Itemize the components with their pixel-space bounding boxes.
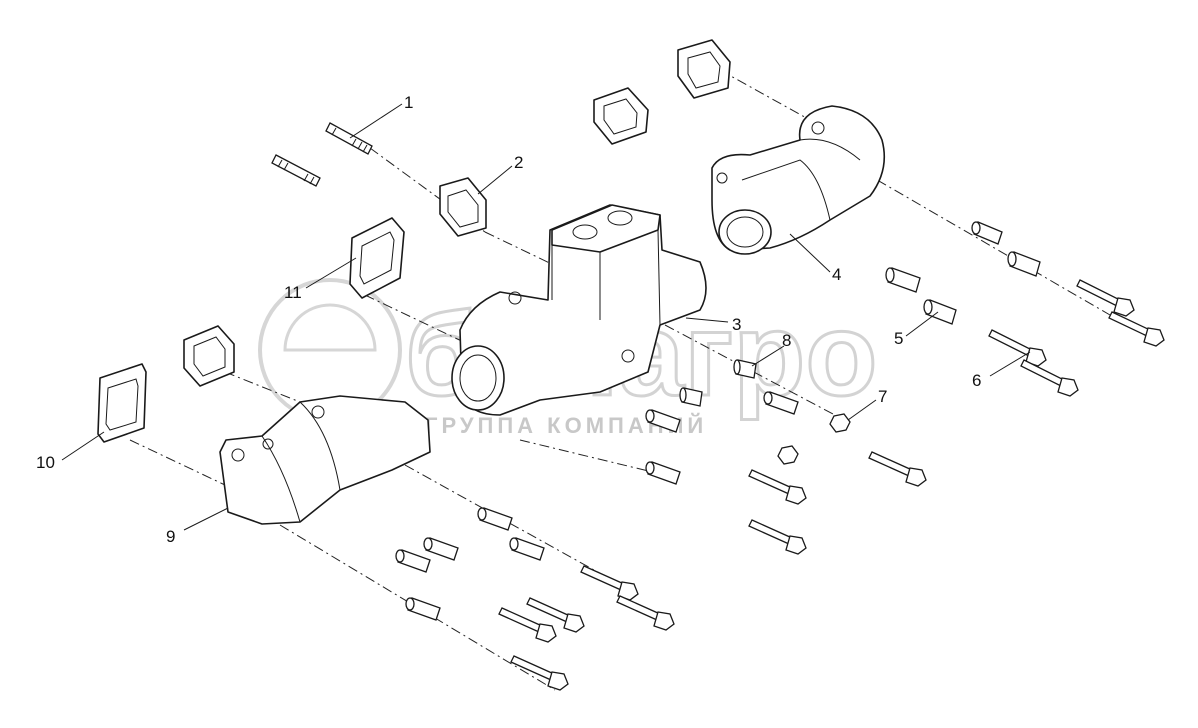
bolt — [1020, 359, 1079, 397]
bolt — [526, 597, 585, 633]
sleeve — [923, 299, 957, 325]
sleeve — [405, 597, 441, 621]
sleeve — [971, 221, 1003, 245]
callout-10: 10 — [36, 453, 55, 472]
nut-7 — [829, 413, 851, 433]
sleeve — [477, 507, 513, 531]
bolt — [498, 607, 557, 643]
leader-lines — [61, 103, 1031, 531]
callout-3: 3 — [732, 315, 741, 334]
sleeve — [763, 391, 799, 415]
bolt — [748, 469, 807, 505]
sleeve — [509, 537, 545, 561]
stud-lower — [271, 154, 321, 187]
nut — [777, 445, 799, 465]
exhaust-pipe-right-4 — [711, 105, 886, 255]
gasket-left-middle — [183, 325, 235, 387]
sleeve — [679, 387, 703, 407]
callout-7: 7 — [878, 387, 887, 406]
bolt — [510, 655, 569, 691]
bolt — [988, 329, 1047, 367]
sleeve — [1007, 251, 1041, 277]
bolt-6 — [1076, 279, 1135, 317]
gasket-2 — [439, 177, 487, 237]
callout-2: 2 — [514, 153, 523, 172]
callout-8: 8 — [782, 331, 791, 350]
gasket-10 — [97, 363, 147, 443]
gasket-11 — [349, 217, 405, 299]
exhaust-manifold-center-3 — [451, 204, 707, 416]
nuts — [777, 413, 851, 465]
bolt — [748, 519, 807, 555]
stud-upper — [325, 122, 373, 155]
sleeve — [395, 549, 431, 573]
gasket-top-right — [677, 39, 731, 99]
gasket-top-middle — [593, 87, 649, 145]
callouts: 1 2 3 4 5 6 7 8 9 10 11 — [36, 93, 981, 546]
exhaust-pipe-left-9 — [219, 395, 431, 525]
bolt — [616, 595, 675, 631]
bolt — [1108, 311, 1165, 347]
callout-5: 5 — [894, 329, 903, 348]
sleeve — [733, 359, 757, 379]
sleeve — [645, 409, 681, 433]
sleeve — [423, 537, 459, 561]
bolts — [498, 279, 1165, 691]
callout-11: 11 — [284, 283, 302, 302]
callout-9: 9 — [166, 527, 175, 546]
bolt — [580, 565, 639, 601]
spacer-sleeves — [395, 221, 1041, 621]
callout-4: 4 — [832, 265, 841, 284]
callout-1: 1 — [404, 93, 413, 112]
callout-6: 6 — [972, 371, 981, 390]
bolt — [868, 451, 927, 487]
sleeve — [885, 267, 921, 293]
sleeve — [645, 461, 681, 485]
